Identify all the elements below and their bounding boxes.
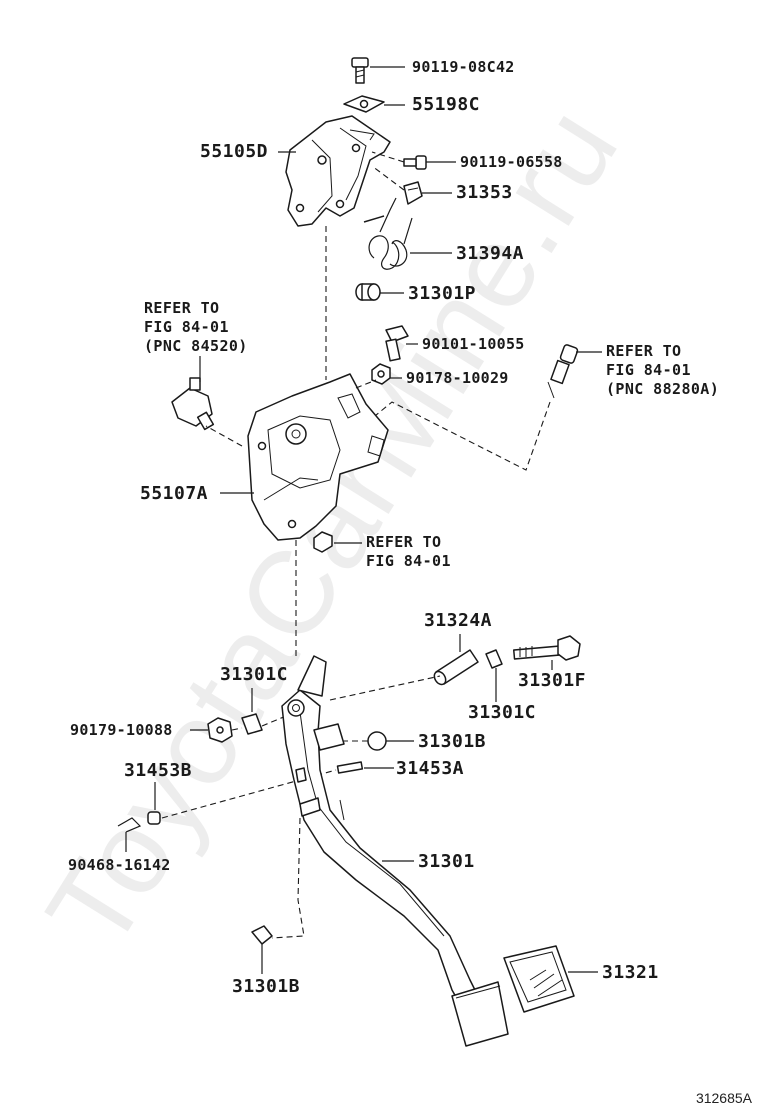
callout-31453b: 31453B bbox=[124, 760, 193, 781]
upper-bracket-icon bbox=[285, 115, 391, 227]
pedal-support-bracket-icon bbox=[247, 373, 389, 541]
callout-31301c-left: 31301C bbox=[220, 664, 289, 685]
callout-31321: 31321 bbox=[602, 962, 659, 983]
clip-nut-icon bbox=[343, 95, 385, 113]
callout-90119-06558: 90119-06558 bbox=[460, 153, 563, 171]
hex-bolt-icon bbox=[385, 325, 409, 362]
flange-nut-icon bbox=[313, 531, 333, 553]
callout-31301b-bottom: 31301B bbox=[232, 976, 301, 997]
callout-90101-10055: 90101-10055 bbox=[422, 335, 525, 353]
pedal-bushing-right-icon bbox=[485, 649, 503, 669]
callout-31324a: 31324A bbox=[424, 610, 493, 631]
spring-clip-icon bbox=[403, 181, 423, 205]
small-bolt-icon bbox=[403, 155, 427, 170]
callout-31301: 31301 bbox=[418, 851, 475, 872]
lower-stopper-icon bbox=[251, 925, 273, 945]
reference-note-right: REFER TO FIG 84-01 (PNC 88280A) bbox=[606, 342, 720, 398]
pivot-bolt-icon bbox=[512, 635, 581, 661]
callout-90178-10029: 90178-10029 bbox=[406, 369, 509, 387]
callout-55198c: 55198C bbox=[412, 94, 481, 115]
torsion-spring-icon bbox=[363, 197, 413, 270]
callout-31301c-right: 31301C bbox=[468, 702, 537, 723]
brake-pedal-lever-icon bbox=[281, 655, 481, 1005]
callout-90119-08c42: 90119-08C42 bbox=[412, 58, 515, 76]
pin-bushing-icon bbox=[147, 811, 161, 825]
callout-31301p: 31301P bbox=[408, 283, 477, 304]
callout-90468-16142: 90468-16142 bbox=[68, 856, 171, 874]
callout-90179-10088: 90179-10088 bbox=[70, 721, 173, 739]
callout-31301b-mid: 31301B bbox=[418, 731, 487, 752]
callout-55105d: 55105D bbox=[200, 141, 269, 162]
pedal-stopper-icon bbox=[367, 731, 387, 751]
reference-note-left: REFER TO FIG 84-01 (PNC 84520) bbox=[144, 299, 248, 355]
switch-left-icon bbox=[171, 377, 215, 431]
pedal-pad-icon bbox=[503, 945, 575, 1013]
pedal-foot-icon bbox=[451, 981, 509, 1047]
clevis-pin-icon bbox=[336, 761, 364, 774]
switch-right-icon bbox=[547, 344, 579, 399]
callout-31453a: 31453A bbox=[396, 758, 465, 779]
callout-31353: 31353 bbox=[456, 182, 513, 203]
bolt-icon bbox=[351, 57, 369, 84]
pedal-collar-icon bbox=[433, 649, 479, 686]
lock-nut-icon bbox=[207, 717, 233, 743]
reference-note-nut: REFER TO FIG 84-01 bbox=[366, 533, 451, 570]
callout-55107a: 55107A bbox=[140, 483, 209, 504]
bushing-icon bbox=[355, 283, 381, 301]
pedal-bushing-left-icon bbox=[241, 713, 263, 735]
callout-31394a: 31394A bbox=[456, 243, 525, 264]
cotter-clip-icon bbox=[117, 817, 142, 833]
hex-nut-icon bbox=[371, 363, 391, 385]
callout-31301f: 31301F bbox=[518, 670, 587, 691]
figure-id: 312685A bbox=[695, 1090, 752, 1106]
